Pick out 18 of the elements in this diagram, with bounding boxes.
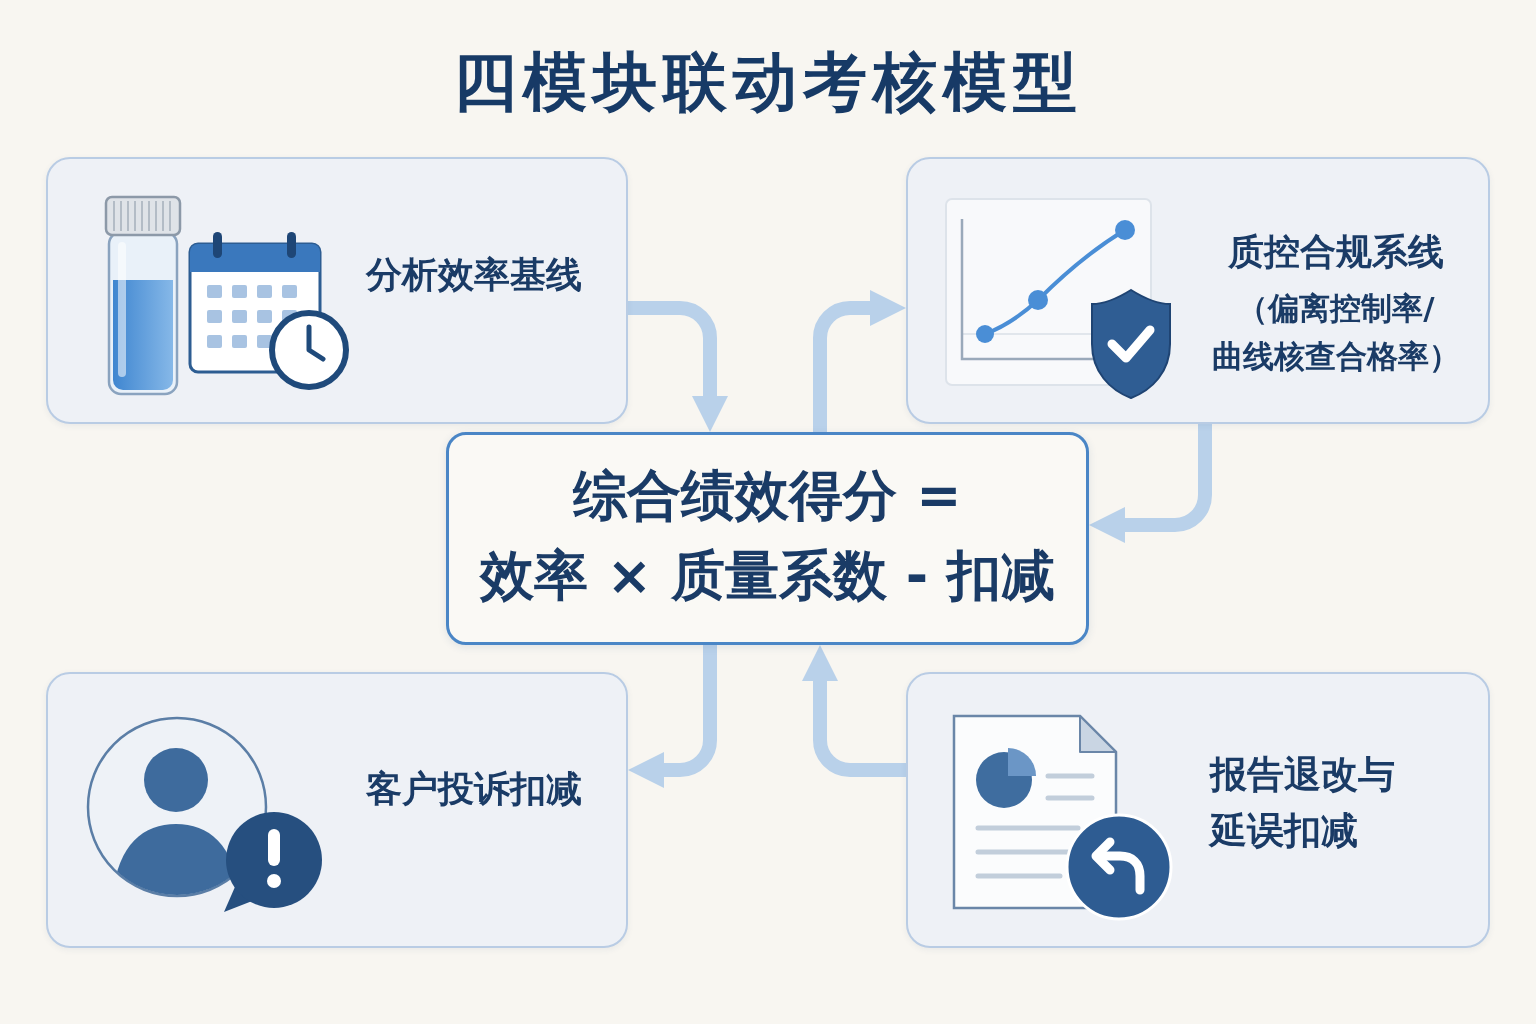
formula-box	[446, 432, 1089, 645]
arrow	[813, 290, 906, 432]
module-card	[906, 672, 1490, 948]
module-label: 报告退改与延误扣减	[1210, 752, 1396, 854]
module-card	[906, 157, 1490, 424]
arrow	[802, 645, 906, 777]
module-label: 客户投诉扣减	[366, 767, 582, 811]
module-label: 分析效率基线	[366, 253, 582, 297]
arrow	[1089, 424, 1212, 543]
formula-text: 效率 × 质量系数 - 扣减	[480, 543, 1055, 609]
module-card	[46, 672, 628, 948]
module-label: 质控合规系线	[1228, 230, 1444, 274]
module-card	[46, 157, 628, 424]
arrow	[628, 301, 728, 432]
diagram-title: 四模块联动考核模型	[453, 44, 1083, 121]
formula-text: 综合绩效得分 =	[573, 463, 962, 529]
module-subtitle: （偏离控制率/曲线核查合格率）	[1211, 288, 1461, 376]
arrow	[628, 645, 717, 788]
